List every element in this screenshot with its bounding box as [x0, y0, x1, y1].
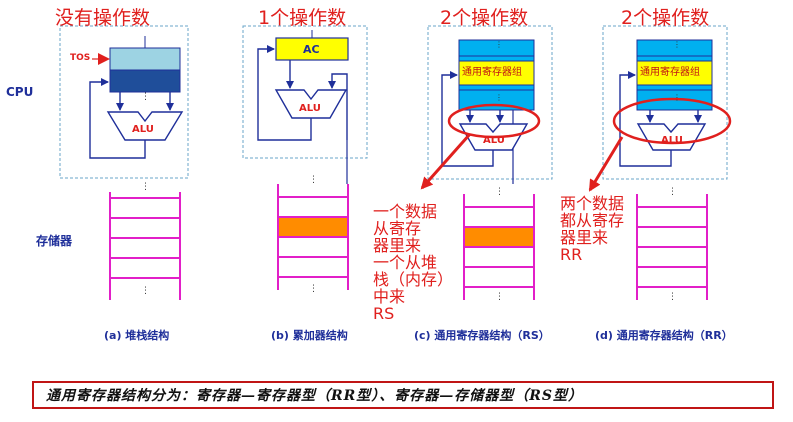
stack-second-register	[109, 69, 181, 93]
dots-gpr-d-bottom: ⋮	[673, 93, 681, 102]
alu-label-a: ALU	[132, 124, 154, 135]
dots-gpr-d-top: ⋮	[673, 40, 681, 49]
gpr-label-c: 通用寄存器组	[462, 67, 522, 78]
dots-mem-b-bottom: ⋮	[309, 284, 318, 294]
gpr-label-d: 通用寄存器组	[640, 67, 700, 78]
dots-mem-b-top: ⋮	[309, 175, 318, 185]
pointer-arrow-c	[420, 133, 472, 190]
highlight-ellipse-d	[612, 97, 732, 145]
title-no-operand: 没有操作数	[55, 7, 151, 29]
dots-cpu-a: ⋮	[141, 92, 150, 102]
footer-summary: 通用寄存器结构分为：寄存器—寄存器型（RR型）、寄存器—存储器型（RS型）	[32, 381, 774, 409]
annotation-rs-line: 中来	[373, 287, 406, 306]
dots-mem-d-top: ⋮	[668, 187, 677, 197]
pointer-arrow-d	[588, 136, 624, 192]
memory-d	[636, 194, 708, 300]
cpu-box-b	[242, 25, 368, 159]
dots-mem-a-top: ⋮	[141, 182, 150, 192]
dots-gpr-c-top: ⋮	[495, 40, 503, 49]
annotation-rs-line: 栈（内存）	[373, 270, 454, 289]
caption-stack: (a) 堆栈结构	[104, 329, 170, 342]
annotation-rs-line: RS	[373, 304, 395, 323]
title-two-operand-rr: 2个操作数	[621, 7, 710, 29]
memory-c-operand-cell	[464, 227, 534, 247]
annotation-rs-line: 器里来	[373, 236, 422, 255]
dots-mem-c-bottom: ⋮	[495, 292, 504, 302]
annotation-rr-line: RR	[560, 245, 583, 264]
annotation-rr: 两个数据 都从寄存 器里来 RR	[560, 195, 624, 263]
dots-mem-c-top: ⋮	[495, 187, 504, 197]
alu-label-c: ALU	[483, 135, 505, 146]
annotation-rs-line: 一个数据	[373, 202, 438, 221]
memory-b	[277, 184, 349, 290]
annotation-rr-line: 两个数据	[560, 194, 625, 213]
memory-a	[109, 192, 181, 300]
annotation-rs-line: 一个从堆	[373, 253, 438, 272]
alu-a-shape	[106, 111, 184, 141]
tos-label: TOS	[70, 53, 91, 63]
title-two-operand-rs: 2个操作数	[440, 7, 529, 29]
annotation-rs: 一个数据 从寄存 器里来 一个从堆 栈（内存） 中来 RS	[373, 203, 453, 322]
dots-gpr-c-bottom: ⋮	[495, 93, 503, 102]
title-one-operand: 1个操作数	[258, 7, 347, 29]
alu-label-b: ALU	[299, 103, 321, 114]
memory-c	[463, 194, 535, 300]
alu-label-d: ALU	[661, 135, 683, 146]
dots-mem-a-bottom: ⋮	[141, 286, 150, 296]
footer-text: 通用寄存器结构分为：寄存器—寄存器型（RR型）、寄存器—存储器型（RS型）	[46, 388, 584, 404]
alu-d-shape	[636, 123, 707, 151]
cpu-label: CPU	[6, 85, 34, 99]
tos-register	[109, 47, 181, 71]
alu-b-shape	[274, 89, 348, 119]
annotation-rr-line: 器里来	[560, 228, 609, 247]
caption-gpr-rs: (c) 通用寄存器结构（RS）	[414, 329, 550, 342]
highlight-ellipse-c	[447, 103, 541, 139]
memory-b-operand-cell	[278, 217, 348, 237]
caption-gpr-rr: (d) 通用寄存器结构（RR）	[595, 329, 733, 342]
cpu-box-d	[602, 25, 728, 180]
annotation-rs-line: 从寄存	[373, 219, 422, 238]
caption-accumulator: (b) 累加器结构	[271, 329, 348, 342]
cpu-box-c	[427, 25, 553, 180]
memory-label: 存储器	[36, 234, 73, 248]
ac-label: AC	[303, 43, 320, 56]
dots-mem-d-bottom: ⋮	[668, 292, 677, 302]
annotation-rr-line: 都从寄存	[560, 211, 625, 230]
